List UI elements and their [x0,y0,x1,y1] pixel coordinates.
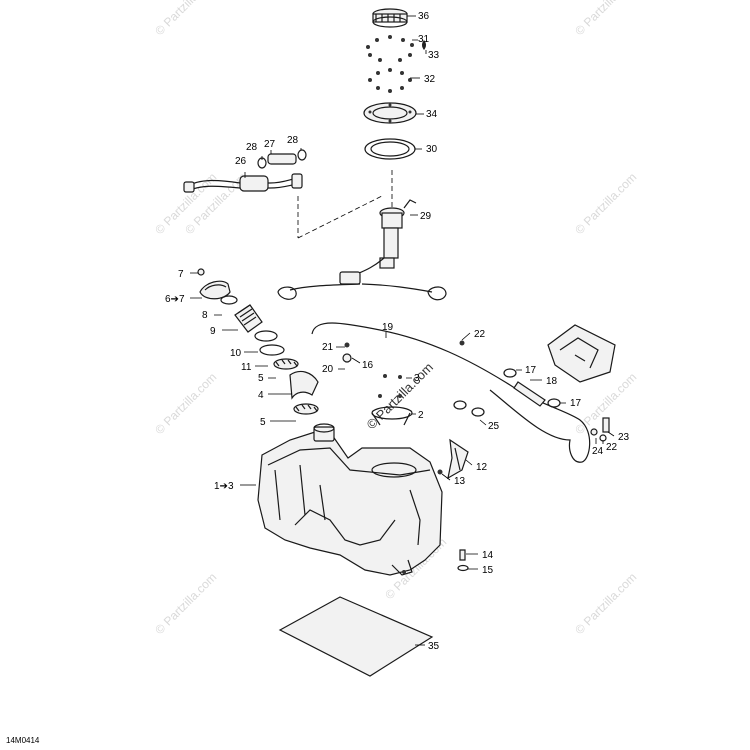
callout-22: 22 [474,329,486,340]
part-4-elbow-hose [289,370,319,400]
callout-8: 8 [202,310,208,321]
callout-19: 19 [382,322,394,333]
callout-7: 7 [178,269,184,280]
callout-22: 22 [606,442,618,453]
heat-shield-bracket [547,324,616,383]
callout-20: 20 [322,364,334,375]
callout-1-3: 1➔3 [214,481,234,492]
callout-27: 27 [264,139,276,150]
callout-14: 14 [482,550,494,561]
watermark: © Partzilla.com [152,570,219,637]
callout-33: 33 [428,50,440,61]
callout-13: 13 [454,476,466,487]
callout-12: 12 [476,462,488,473]
watermark: © Partzilla.com [572,0,639,38]
part-11-ring [259,344,285,356]
part-15-washer [457,564,469,572]
part-22-screw-top [459,340,465,346]
part-3-screws [383,374,402,379]
part-35-pad [278,596,434,677]
callout-3: 3 [414,373,420,384]
callout-5: 5 [260,417,266,428]
callout-28: 28 [287,135,299,146]
callout-16: 16 [362,360,374,371]
part-33-bolt-set [366,35,426,62]
part-21-fitting [344,342,350,348]
part-9-filler-neck [234,304,263,333]
part-6-fuel-cap [199,280,231,300]
part-17-clamp-upper [503,368,517,378]
callout-18: 18 [546,376,558,387]
callout-29: 29 [420,211,432,222]
callout-30: 30 [426,144,438,155]
part-10-gasket [254,330,278,342]
callout-34: 34 [426,109,438,120]
part-8-ring [220,295,238,305]
part-17-clamp-lower [547,398,561,408]
callout-15: 15 [482,565,494,576]
callout-5: 5 [258,373,264,384]
part-25-clamp [453,400,485,417]
callout-11: 11 [241,362,252,373]
part-1-fuel-tank [257,423,443,576]
callout-35: 35 [428,641,440,652]
part-19-vent-hose [311,322,591,463]
callout-labels: 36 31 33 32 34 30 28 27 28 26 29 7 6➔7 8… [165,11,630,652]
part-18-hose [513,381,546,407]
callout-28: 28 [246,142,258,153]
callout-21: 21 [322,342,334,353]
callout-17: 17 [570,398,582,409]
watermark: © Partzilla.com [152,370,219,437]
leader-lines [190,15,615,646]
callout-25: 25 [488,421,500,432]
callout-26: 26 [235,156,247,167]
callout-2: 2 [418,410,424,421]
part-5-clamp-upper [273,358,299,370]
part-27-hose [267,153,297,165]
part-24-nut [590,428,598,436]
callout-17: 17 [525,365,537,376]
part-30-gasket [364,138,416,160]
callout-4: 4 [258,390,264,401]
part-5-clamp-lower [293,403,319,415]
part-12-deflector [447,438,469,480]
watermark: © Partzilla.com [572,570,639,637]
part-20-fitting [342,353,352,363]
part-34-flange-ring [363,102,417,124]
callout-32: 32 [424,74,436,85]
diagram-reference-code: 14M0414 [6,736,40,745]
callout-9: 9 [210,326,216,337]
dashed-guide [297,195,383,239]
callout-23: 23 [618,432,630,443]
watermark: © Partzilla.com [152,0,219,38]
part-7-screw [197,268,205,276]
part-29-fuel-pump [277,199,447,301]
callout-36: 36 [418,11,430,22]
part-13-screw [437,469,443,475]
callout-10: 10 [230,348,242,359]
callout-6-7: 6➔7 [165,294,185,305]
part-26-fuel-filter-line [183,173,303,193]
part-14-screw [459,549,466,561]
callout-24: 24 [592,446,604,457]
part-36-locking-ring [372,8,408,28]
watermark: © Partzilla.com [572,170,639,237]
part-32-washer-set [368,68,412,93]
part-23-bolt [602,417,610,433]
part-2-support [371,394,413,426]
callout-31: 31 [418,34,430,45]
